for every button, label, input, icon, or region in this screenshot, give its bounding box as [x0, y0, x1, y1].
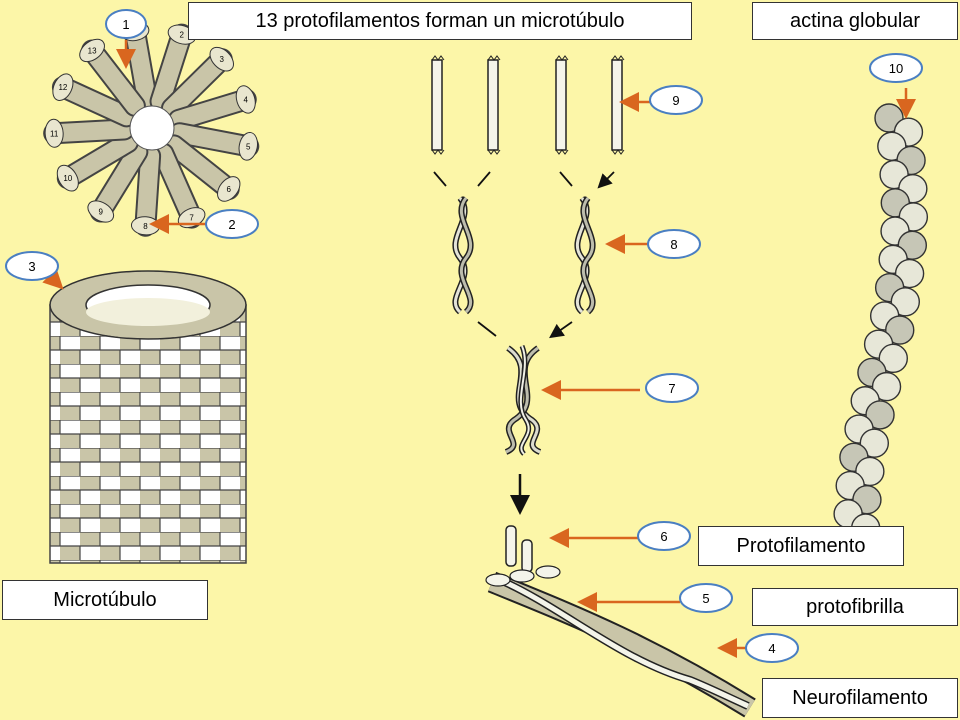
microtubule-cross-section: 12345678910111213 [43, 20, 260, 237]
strand-3 [555, 55, 569, 155]
marker-7-text: 7 [668, 381, 675, 396]
marker-3-text: 3 [28, 259, 35, 274]
protofilament-number: 7 [189, 214, 194, 223]
marker-5: 5 [679, 583, 733, 613]
protofilament-number: 11 [50, 129, 59, 138]
protofilament-number: 2 [180, 31, 185, 40]
marker-9: 9 [649, 85, 703, 115]
neurofilamento-label: Neurofilamento [762, 678, 958, 718]
protofilament-segment: 7 [152, 142, 206, 229]
protofibril-twists [452, 196, 596, 336]
protofilament-segment: 13 [79, 38, 146, 117]
microtubulo-label: Microtúbulo [2, 580, 208, 620]
protofilament-number: 8 [143, 222, 148, 231]
title-label: 13 protofilamentos forman un microtúbulo [188, 2, 692, 40]
protofilament-number: 13 [88, 46, 97, 55]
actin-bead [890, 287, 921, 317]
marker-2: 2 [205, 209, 259, 239]
marker-6: 6 [637, 521, 691, 551]
marker-10: 10 [869, 53, 923, 83]
marker-4: 4 [745, 633, 799, 663]
twist-right [574, 196, 596, 315]
pointer-arrows [42, 40, 916, 658]
actina-globular-label: actina globular [752, 2, 958, 40]
actin-bead [894, 258, 925, 289]
neurofilament-cable [485, 525, 756, 718]
protofilament-number: 6 [227, 185, 232, 194]
marker-2-text: 2 [228, 217, 235, 232]
microtubule-cylinder [49, 270, 247, 564]
protofilament-number: 9 [99, 208, 104, 217]
marker-10-text: 10 [889, 61, 903, 76]
strand-4 [611, 55, 625, 155]
marker-8: 8 [647, 229, 701, 259]
marker-3: 3 [5, 251, 59, 281]
marker-6-text: 6 [660, 529, 667, 544]
protofilamento-label: Protofilamento [698, 526, 904, 566]
protofilament-segment: 9 [87, 140, 149, 223]
number-markers: 1 2 3 4 5 6 7 8 9 10 [5, 9, 923, 663]
intermediate-filament-bundle [504, 345, 542, 515]
protofilament-number: 5 [246, 142, 251, 151]
actin-bead [885, 315, 915, 345]
protofilament-segment: 10 [56, 131, 139, 192]
marker-5-text: 5 [702, 591, 709, 606]
protofilament-strands [431, 55, 625, 186]
actin-bead [878, 343, 908, 374]
actin-bead [865, 400, 895, 430]
actin-bead [871, 371, 902, 402]
strand-2 [487, 55, 501, 155]
twist-left [452, 196, 474, 315]
protofilament-segment: 3 [160, 46, 234, 120]
protofibrilla-label: protofibrilla [752, 588, 958, 626]
strand-1 [431, 55, 445, 155]
marker-8-text: 8 [670, 237, 677, 252]
protofilament-number: 3 [220, 55, 225, 64]
marker-1: 1 [105, 9, 147, 39]
actin-bead [859, 428, 890, 458]
protofilament-segment: 5 [168, 122, 260, 161]
protofilament-segment: 4 [167, 85, 257, 131]
marker-1-text: 1 [122, 17, 129, 32]
marker-9-text: 9 [672, 93, 679, 108]
protofilament-number: 4 [244, 95, 249, 104]
actin-chain [833, 103, 929, 543]
marker-7: 7 [645, 373, 699, 403]
protofilament-number: 12 [58, 83, 67, 92]
protofilament-segment: 11 [43, 118, 136, 148]
protofilament-segment: 6 [162, 134, 241, 202]
protofilament-segment: 12 [51, 73, 138, 128]
protofilament-number: 10 [63, 174, 72, 183]
marker-4-text: 4 [768, 641, 775, 656]
